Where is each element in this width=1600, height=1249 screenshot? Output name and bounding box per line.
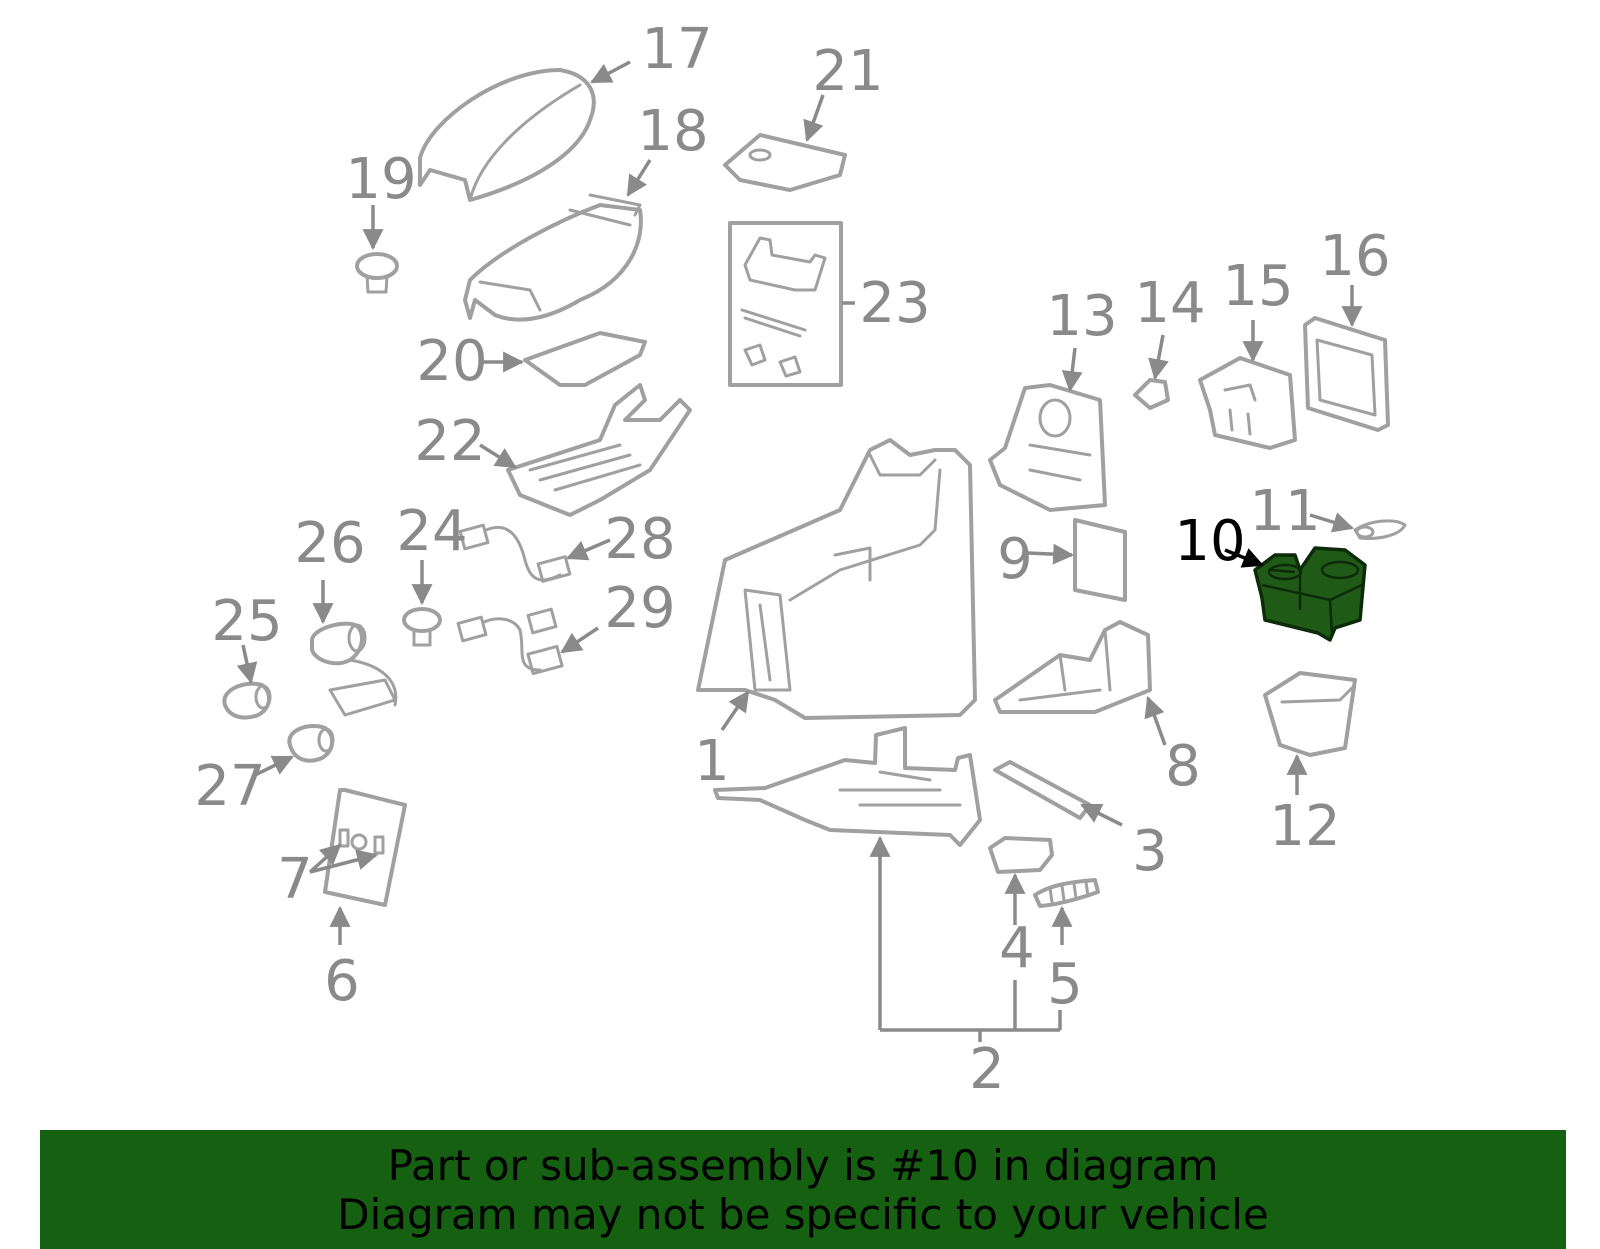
- callout-25: 25: [211, 589, 282, 654]
- callout-12: 12: [1269, 794, 1340, 859]
- callout-4: 4: [999, 916, 1035, 981]
- callout-9: 9: [997, 527, 1033, 592]
- part-25-bulb[interactable]: [222, 681, 272, 720]
- part-29-harness[interactable]: [456, 607, 564, 676]
- part-20-pad[interactable]: [523, 331, 647, 387]
- part-21-tray[interactable]: [723, 133, 847, 192]
- banner-line-part: Part or sub-assembly is #10 in diagram: [387, 1140, 1219, 1190]
- part-2-floor-bracket[interactable]: [713, 726, 982, 847]
- part-8-bracket[interactable]: [993, 620, 1152, 714]
- callout-29: 29: [604, 576, 675, 641]
- callout-15: 15: [1222, 254, 1293, 319]
- callout-19: 19: [345, 147, 416, 212]
- parts-diagram: 1 2 3 4 5 6 7 8 9 10 11 12 13 14 15 16 1…: [194, 17, 1407, 1102]
- part-13-bracket[interactable]: [988, 383, 1107, 512]
- callout-6: 6: [324, 949, 360, 1014]
- part-17-armrest-lid[interactable]: [418, 68, 596, 202]
- part-27-bulb[interactable]: [287, 724, 335, 763]
- part-6-panel[interactable]: [323, 788, 407, 907]
- callout-22: 22: [414, 409, 485, 474]
- callout-11: 11: [1249, 479, 1320, 544]
- part-4-cover[interactable]: [988, 836, 1054, 874]
- part-10-cup-holder[interactable]: [1253, 546, 1367, 642]
- part-15-box[interactable]: [1198, 356, 1297, 450]
- callout-20: 20: [416, 329, 487, 394]
- callout-5: 5: [1047, 952, 1083, 1017]
- callout-28: 28: [604, 507, 675, 572]
- callout-2: 2: [969, 1037, 1005, 1102]
- callout-26: 26: [294, 511, 365, 576]
- part-14-clip[interactable]: [1133, 378, 1170, 410]
- callout-8: 8: [1165, 734, 1201, 799]
- callout-17: 17: [641, 17, 712, 82]
- callout-16: 16: [1319, 224, 1390, 289]
- banner-line-disclaimer: Diagram may not be specific to your vehi…: [337, 1189, 1269, 1239]
- part-24-28-harness[interactable]: [458, 523, 572, 583]
- part-24-clip[interactable]: [402, 607, 442, 647]
- part-9-plate[interactable]: [1073, 518, 1127, 602]
- callout-23: 23: [859, 271, 930, 336]
- part-18-lid-inner[interactable]: [463, 193, 643, 322]
- part-22-console-base[interactable]: [506, 383, 692, 517]
- callout-3: 3: [1132, 819, 1168, 884]
- callout-1: 1: [694, 729, 730, 794]
- part-19-clip[interactable]: [355, 252, 399, 294]
- part-26-socket[interactable]: [310, 621, 398, 717]
- callout-14: 14: [1134, 271, 1205, 336]
- callout-27: 27: [194, 754, 265, 819]
- callout-10: 10: [1174, 509, 1245, 574]
- part-11-clip[interactable]: [1353, 519, 1407, 540]
- callout-7: 7: [277, 847, 313, 912]
- part-3-strip[interactable]: [993, 760, 1092, 820]
- callout-24: 24: [396, 499, 467, 564]
- part-23-kit[interactable]: [728, 221, 843, 387]
- callout-13: 13: [1046, 284, 1117, 349]
- part-1-console-body[interactable]: [696, 438, 977, 720]
- part-5-spring[interactable]: [1033, 878, 1100, 908]
- callout-18: 18: [637, 99, 708, 164]
- part-16-frame[interactable]: [1303, 316, 1390, 432]
- info-banner: Part or sub-assembly is #10 in diagram D…: [40, 1130, 1566, 1249]
- part-12-cup[interactable]: [1263, 671, 1357, 757]
- callout-21: 21: [812, 39, 883, 104]
